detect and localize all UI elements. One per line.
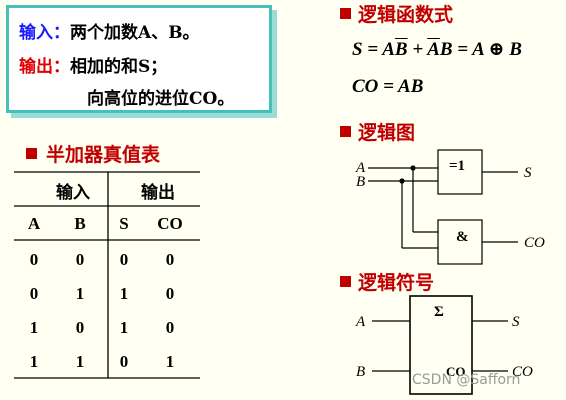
truth-table-group-input: 输入 bbox=[56, 183, 90, 203]
truth-table-col-header: B bbox=[74, 214, 86, 233]
symbol-input-b: B bbox=[356, 364, 365, 380]
logic-symbol-title: 逻辑符号 bbox=[358, 272, 435, 294]
truth-table-cell: 1 bbox=[29, 352, 39, 371]
truth-table-cell: 0 bbox=[29, 284, 39, 303]
formula-s-bbar: B bbox=[394, 39, 408, 60]
formula-s: S = AB + AB = A ⊕ B bbox=[352, 38, 522, 61]
formula-co: CO = AB bbox=[352, 76, 424, 97]
truth-table-cell: 0 bbox=[75, 250, 85, 269]
sigma-symbol: Σ bbox=[434, 304, 444, 320]
truth-table-cell: 1 bbox=[119, 318, 129, 337]
diagram-input-b: B bbox=[356, 174, 365, 190]
truth-table-cell: 1 bbox=[75, 284, 85, 303]
truth-table-col-header: CO bbox=[157, 214, 183, 233]
symbol-output-s: S bbox=[512, 314, 520, 330]
bullet-icon bbox=[26, 148, 37, 159]
truth-table-cell: 0 bbox=[75, 318, 85, 337]
junction-dot bbox=[410, 165, 416, 171]
logic-diagram bbox=[368, 149, 518, 265]
bullet-icon bbox=[340, 8, 351, 19]
bullet-icon bbox=[340, 126, 351, 137]
xor-label: =1 bbox=[449, 158, 465, 174]
diagram-output-co: CO bbox=[524, 235, 545, 251]
diagram-input-a: A bbox=[355, 160, 366, 176]
output-text: 相加的和S； bbox=[70, 57, 168, 77]
output-line: 输出：相加的和S； bbox=[19, 52, 167, 77]
truth-table-cell: 1 bbox=[165, 352, 175, 371]
input-line: 输入：两个加数A、B。 bbox=[19, 18, 200, 43]
symbol-output-co: CO bbox=[512, 364, 533, 380]
truth-table-cell: 0 bbox=[165, 318, 175, 337]
truth-table-col-header: A bbox=[27, 214, 41, 233]
truth-table-cell: 0 bbox=[119, 250, 129, 269]
truth-table-cell: 1 bbox=[75, 352, 85, 371]
truth-table-cell: 1 bbox=[119, 284, 129, 303]
description-box: 输入：两个加数A、B。 输出：相加的和S； 向高位的进位CO。 bbox=[6, 5, 272, 113]
input-text: 两个加数A、B。 bbox=[70, 23, 200, 43]
watermark: CSDN @Safforn bbox=[412, 372, 521, 388]
truth-table-cell: 0 bbox=[119, 352, 129, 371]
truth-table-cell: 0 bbox=[29, 250, 39, 269]
truth-table-col-header: S bbox=[119, 214, 129, 233]
formula-s-abar: A bbox=[427, 39, 440, 60]
and-label: & bbox=[456, 229, 469, 245]
output-label: 输出： bbox=[19, 57, 70, 77]
symbol-input-a: A bbox=[355, 314, 366, 330]
truth-table-cell: 0 bbox=[165, 250, 175, 269]
half-adder-block bbox=[409, 295, 473, 395]
bullet-icon bbox=[340, 276, 351, 287]
co-pin-label: CO bbox=[446, 364, 466, 379]
truth-table-group-output: 输出 bbox=[141, 183, 175, 203]
formula-s-lhs: S = A bbox=[352, 39, 395, 60]
truth-table-cell: 1 bbox=[29, 318, 39, 337]
logic-diagram-title: 逻辑图 bbox=[358, 122, 416, 144]
diagram-output-s: S bbox=[524, 165, 532, 181]
output-line-2: 向高位的进位CO。 bbox=[87, 89, 235, 109]
truth-table-rules bbox=[14, 171, 200, 379]
input-label: 输入： bbox=[19, 23, 70, 43]
logic-symbol bbox=[372, 295, 508, 395]
logic-func-title: 逻辑函数式 bbox=[358, 4, 454, 26]
truth-table-cell: 0 bbox=[165, 284, 175, 303]
junction-dot bbox=[399, 178, 405, 184]
formula-s-plus: + bbox=[407, 39, 428, 60]
truth-table-title: 半加器真值表 bbox=[46, 144, 161, 166]
formula-s-rhs: B = A ⊕ B bbox=[439, 39, 522, 60]
